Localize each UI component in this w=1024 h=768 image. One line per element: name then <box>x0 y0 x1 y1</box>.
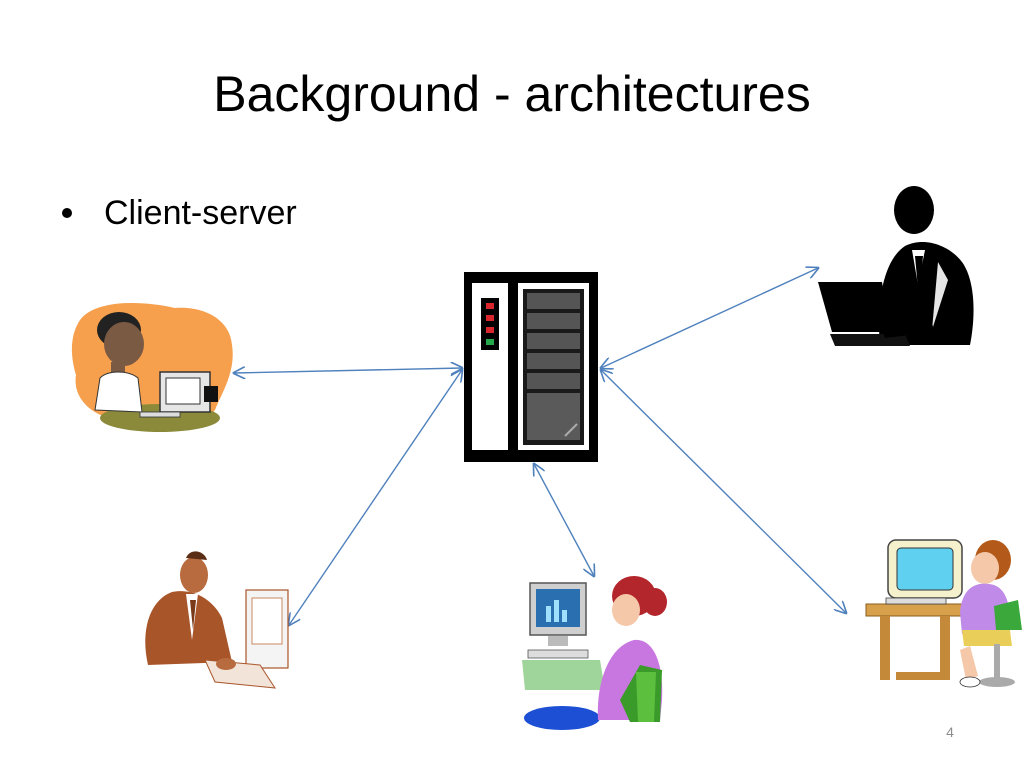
businessman-laptop-silhouette-icon <box>818 186 974 346</box>
slide-title: Background - architectures <box>213 66 811 122</box>
bullet-list: Client-server <box>58 190 297 236</box>
man-at-computer-icon <box>145 551 289 689</box>
woman-at-computer-icon <box>522 576 667 730</box>
bullet-text: Client-server <box>104 194 297 232</box>
bullet-item: Client-server <box>58 190 297 236</box>
server-tower-icon <box>464 272 598 462</box>
edge-server-client-bottom-center <box>534 464 594 576</box>
edge-server-client-top-right <box>601 268 818 368</box>
boy-at-computer-icon <box>71 303 233 432</box>
edge-server-client-left <box>234 368 462 373</box>
edge-server-client-bottom-left <box>289 370 462 625</box>
child-at-computer-icon <box>865 539 1022 688</box>
edge-server-client-bottom-right <box>601 370 846 613</box>
page-number: 4 <box>946 724 954 740</box>
bullet-dot-icon <box>62 208 72 218</box>
